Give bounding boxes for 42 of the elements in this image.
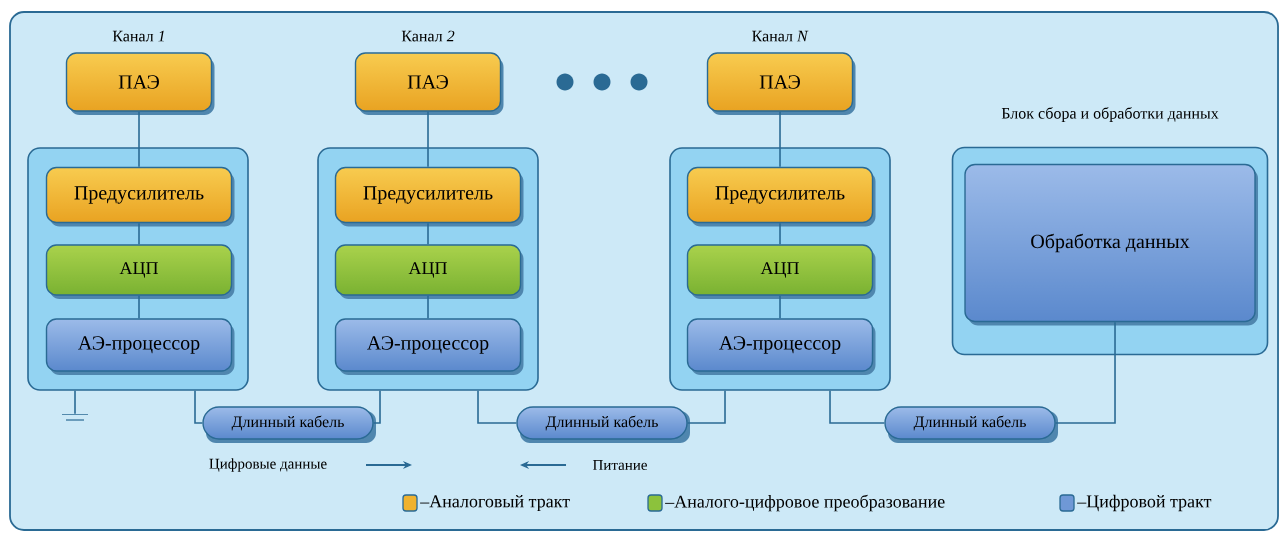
connector-line <box>194 390 204 424</box>
sensor-box: ПАЭ <box>354 52 504 115</box>
processor-box: Обработка данных <box>964 163 1258 326</box>
connector-line <box>1054 321 1116 424</box>
sensor-box: Предусилитель <box>334 166 524 227</box>
sensor-box: Предусилитель <box>45 166 235 227</box>
adc-box: АЦП <box>45 244 235 299</box>
legend-label: –Аналоговый тракт <box>420 494 570 512</box>
block-heading: Блок сбора и обработки данных <box>1001 107 1219 122</box>
connector-line <box>372 390 381 424</box>
connector-line <box>779 110 781 168</box>
direction-label: Питание <box>592 460 647 470</box>
direction-label: Цифровые данные <box>209 458 327 472</box>
processor-box: АЭ-процессор <box>334 318 524 375</box>
connector-line <box>779 222 781 246</box>
cable-box: Длинный кабель <box>516 406 690 443</box>
connector-line <box>779 294 781 320</box>
cable-box: Длинный кабель <box>884 406 1058 443</box>
legend-label: –Цифровой тракт <box>1077 494 1212 512</box>
legend-label: –Аналого-цифровое преобразование <box>665 494 945 512</box>
processor-box: АЭ-процессор <box>686 318 876 375</box>
cable-box: Длинный кабель <box>202 406 376 443</box>
connector-line <box>686 390 726 424</box>
adc-box: АЦП <box>334 244 524 299</box>
connector-line <box>74 390 76 415</box>
sensor-box: ПАЭ <box>706 52 856 115</box>
ground-symbol <box>62 414 88 421</box>
connector-line <box>477 390 518 424</box>
adc-box: АЦП <box>686 244 876 299</box>
connector-line <box>427 222 429 246</box>
channel-label: Канал 2 <box>401 30 455 42</box>
connector-line <box>427 294 429 320</box>
channel-label: Канал 1 <box>112 30 164 42</box>
connector-line <box>138 222 140 246</box>
connector-line <box>138 110 140 168</box>
connector-line <box>829 390 886 424</box>
connector-line <box>138 294 140 320</box>
sensor-box: ПАЭ <box>65 52 215 115</box>
sensor-box: Предусилитель <box>686 166 876 227</box>
channel-label: Канал N <box>752 30 809 42</box>
processor-box: АЭ-процессор <box>45 318 235 375</box>
connector-line <box>427 110 429 168</box>
